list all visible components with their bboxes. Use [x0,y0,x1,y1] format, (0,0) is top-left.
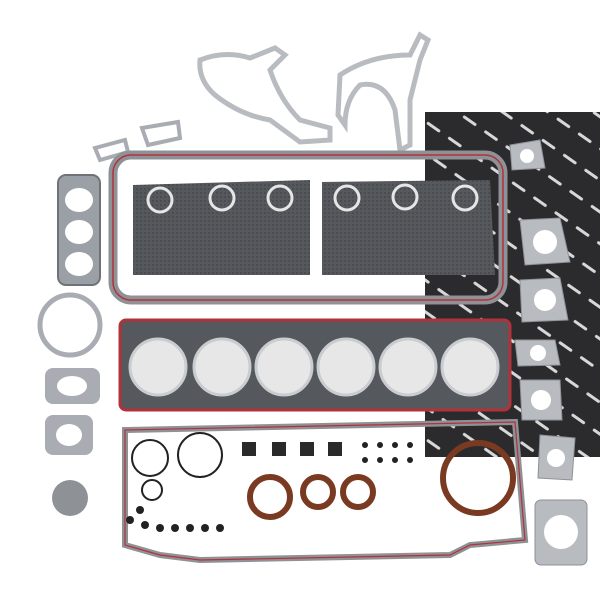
valve-cover-gasket-left [133,180,310,275]
o-rings [131,432,223,501]
timing-cover-gasket-left [197,45,333,145]
valve-cover-holes [146,183,479,214]
small-o-rings [126,442,413,532]
oil-seals [247,440,516,520]
valve-stem-seals [242,442,342,456]
gasket-ports [520,149,578,549]
small-gasket [139,119,183,148]
water-pump-gasket [37,292,103,358]
timing-cover-gasket-right [335,31,432,154]
cover-plate [52,480,88,516]
valve-cover-gasket-right [322,180,495,275]
cylinder-bores [128,337,500,397]
